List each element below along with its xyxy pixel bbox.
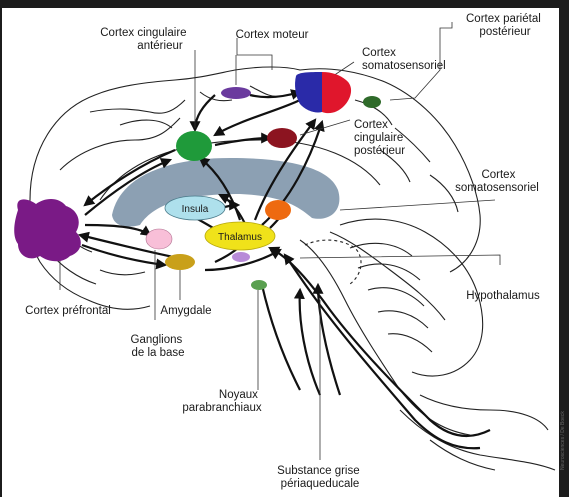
label-somato-right-1: Cortex bbox=[481, 169, 515, 181]
label-cingulate-posterior-2: cingulaire bbox=[354, 132, 403, 144]
svg-text:Substance grise périaq: Substance grise périaqueducale bbox=[277, 465, 363, 490]
svg-text:Cortex cingulaire: Cortex cingulaire postérieur bbox=[354, 119, 406, 157]
label-leaders bbox=[60, 22, 500, 460]
svg-text:Noyaux parabranchiaux: Noyaux parabranchiaux bbox=[182, 389, 262, 414]
label-prefrontal: Cortex préfrontal bbox=[25, 305, 111, 317]
vertical-credit: Neurosciences / De Boeck bbox=[560, 411, 566, 470]
label-basal-ganglia-1: Ganglions bbox=[131, 334, 183, 346]
label-parabrachial-1: Noyaux bbox=[219, 389, 258, 401]
label-thalamus: Thalamus bbox=[218, 232, 262, 243]
label-cingulate-posterior-3: postérieur bbox=[354, 145, 405, 157]
secondary-somatosensory-region bbox=[265, 200, 291, 220]
svg-text:Cortex somatosensoriel: Cortex somatosensoriel bbox=[455, 169, 539, 194]
label-basal-ganglia-2: de la base bbox=[131, 347, 184, 359]
label-cingulate-anterior-2: antérieur bbox=[137, 40, 183, 52]
label-insula: Insula bbox=[182, 204, 209, 215]
brain-outline bbox=[29, 67, 555, 470]
posterior-parietal-region bbox=[363, 96, 381, 108]
prefrontal-cortex-region bbox=[14, 199, 81, 261]
posterior-cingulate-region bbox=[267, 128, 297, 148]
motor-cortex-region bbox=[221, 87, 251, 99]
label-somato-top-2: somatosensoriel bbox=[362, 60, 446, 72]
insula-band bbox=[112, 158, 339, 227]
basal-ganglia-region bbox=[146, 229, 172, 249]
label-cingulate-anterior-1: Cortex cingulaire bbox=[100, 27, 186, 39]
label-somato-top-1: Cortex bbox=[362, 47, 396, 59]
svg-text:Cortex somatosensoriel: Cortex somatosensoriel bbox=[362, 47, 446, 72]
amygdala-region bbox=[165, 254, 195, 270]
label-amygdala: Amygdale bbox=[160, 305, 211, 317]
anterior-cingulate-region bbox=[176, 131, 212, 161]
label-motor-cortex: Cortex moteur bbox=[236, 29, 309, 41]
svg-text:Ganglions de la base: Ganglions de la base bbox=[131, 334, 186, 359]
svg-text:Cortex cingulaire anté: Cortex cingulaire antérieur bbox=[100, 27, 190, 52]
hypothalamus-region bbox=[232, 252, 250, 262]
label-pag-2: périaqueducale bbox=[281, 478, 360, 490]
label-parabrachial-2: parabranchiaux bbox=[182, 402, 262, 414]
label-parietal-2: postérieur bbox=[479, 26, 530, 38]
label-parietal-1: Cortex pariétal bbox=[466, 13, 541, 25]
svg-text:Cortex pariétal postér: Cortex pariétal postérieur bbox=[466, 13, 544, 38]
parabrachial-nuclei-region bbox=[251, 280, 267, 290]
label-somato-right-2: somatosensoriel bbox=[455, 182, 539, 194]
label-cingulate-posterior-1: Cortex bbox=[354, 119, 388, 131]
label-pag-1: Substance grise bbox=[277, 465, 359, 477]
somatosensory-cortex-region bbox=[295, 72, 351, 113]
label-hypothalamus: Hypothalamus bbox=[466, 290, 540, 302]
